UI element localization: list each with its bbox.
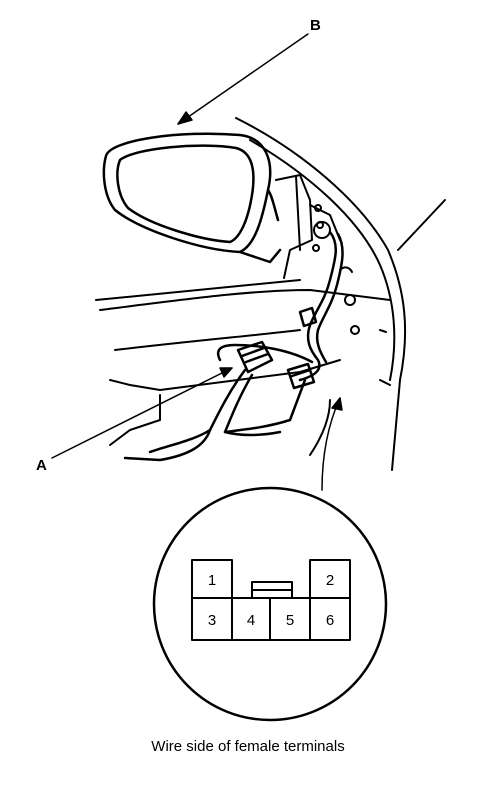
pin-3: 3 (208, 612, 216, 629)
leader-line-b (177, 33, 309, 125)
callout-b: B (310, 17, 321, 34)
leader-line-a (51, 367, 233, 459)
figure-caption: Wire side of female terminals (151, 738, 345, 755)
connector-a (236, 340, 274, 374)
pin-4: 4 (247, 612, 255, 629)
mirror-mount (275, 174, 360, 335)
mirror-housing (102, 132, 282, 264)
leader-line-detail (321, 397, 343, 491)
pin-6: 6 (326, 612, 334, 629)
pin-2: 2 (326, 572, 334, 589)
callout-a: A (36, 457, 47, 474)
connector-face (191, 559, 351, 641)
wire-harness (123, 230, 344, 462)
mirror-connector (286, 306, 318, 390)
pin-5: 5 (286, 612, 294, 629)
detail-circle (152, 486, 388, 722)
pin-1: 1 (208, 572, 216, 589)
door-frame (95, 117, 446, 471)
